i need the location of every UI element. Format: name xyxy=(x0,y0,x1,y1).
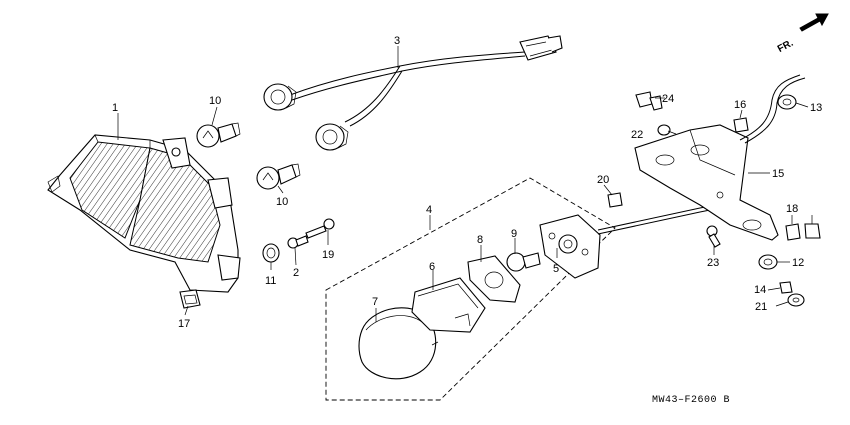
callout-13: 13 xyxy=(810,102,822,114)
callout-19: 19 xyxy=(322,249,334,261)
screw-23 xyxy=(706,225,721,248)
callout-24: 24 xyxy=(662,93,674,105)
callout-labels: 1 2 3 4 5 6 7 8 9 10 10 11 12 13 14 15 1… xyxy=(112,35,822,406)
grommet xyxy=(262,243,280,263)
callout-9: 9 xyxy=(511,228,517,240)
direction-label: FR. xyxy=(776,38,796,55)
callout-7: 7 xyxy=(372,296,378,308)
license-socket-base xyxy=(539,214,601,279)
callout-4: 4 xyxy=(426,204,432,216)
callout-22: 22 xyxy=(631,129,643,141)
nut-18b xyxy=(804,223,821,239)
grommet-13 xyxy=(777,94,797,110)
nut-20 xyxy=(607,192,623,208)
callout-11: 11 xyxy=(265,275,276,287)
callout-1: 1 xyxy=(112,102,118,114)
diagram-code: MW43–F2600 B xyxy=(652,395,730,406)
bulb-upper xyxy=(196,122,241,148)
callout-2: 2 xyxy=(293,267,299,279)
tail-lens-assembly xyxy=(47,134,241,293)
callout-16: 16 xyxy=(734,99,746,111)
callout-23: 23 xyxy=(707,257,719,269)
callout-18: 18 xyxy=(786,203,798,215)
callout-15: 15 xyxy=(772,168,784,180)
callout-20: 20 xyxy=(597,174,609,186)
screw-short xyxy=(287,235,309,249)
callout-5: 5 xyxy=(553,263,559,275)
bulb-lower xyxy=(256,163,301,190)
screw-long xyxy=(305,218,335,239)
callout-8: 8 xyxy=(477,234,483,246)
license-lens xyxy=(358,307,439,380)
grommet-12 xyxy=(758,254,778,270)
license-light-group-outline xyxy=(325,177,616,401)
callout-17: 17 xyxy=(178,318,190,330)
wire-harness xyxy=(263,35,563,151)
front-direction-arrow-icon xyxy=(799,13,829,32)
license-bulb xyxy=(506,252,541,272)
nut-16 xyxy=(733,117,749,133)
callout-10-lower: 10 xyxy=(276,196,288,208)
leader-lines xyxy=(117,46,813,322)
callout-21: 21 xyxy=(755,301,767,313)
callout-6: 6 xyxy=(429,261,435,273)
washer-22 xyxy=(657,124,671,136)
callout-10-upper: 10 xyxy=(209,95,221,107)
bolt-24 xyxy=(635,91,663,111)
collar-18 xyxy=(785,223,801,241)
collar-14 xyxy=(779,281,793,294)
nut-21 xyxy=(787,293,805,307)
retainer-clip xyxy=(179,289,201,309)
license-bracket xyxy=(634,74,806,241)
callout-3: 3 xyxy=(394,35,400,47)
callout-14: 14 xyxy=(754,284,766,296)
callout-12: 12 xyxy=(792,257,804,269)
license-gasket xyxy=(467,255,521,303)
license-housing xyxy=(411,277,486,333)
